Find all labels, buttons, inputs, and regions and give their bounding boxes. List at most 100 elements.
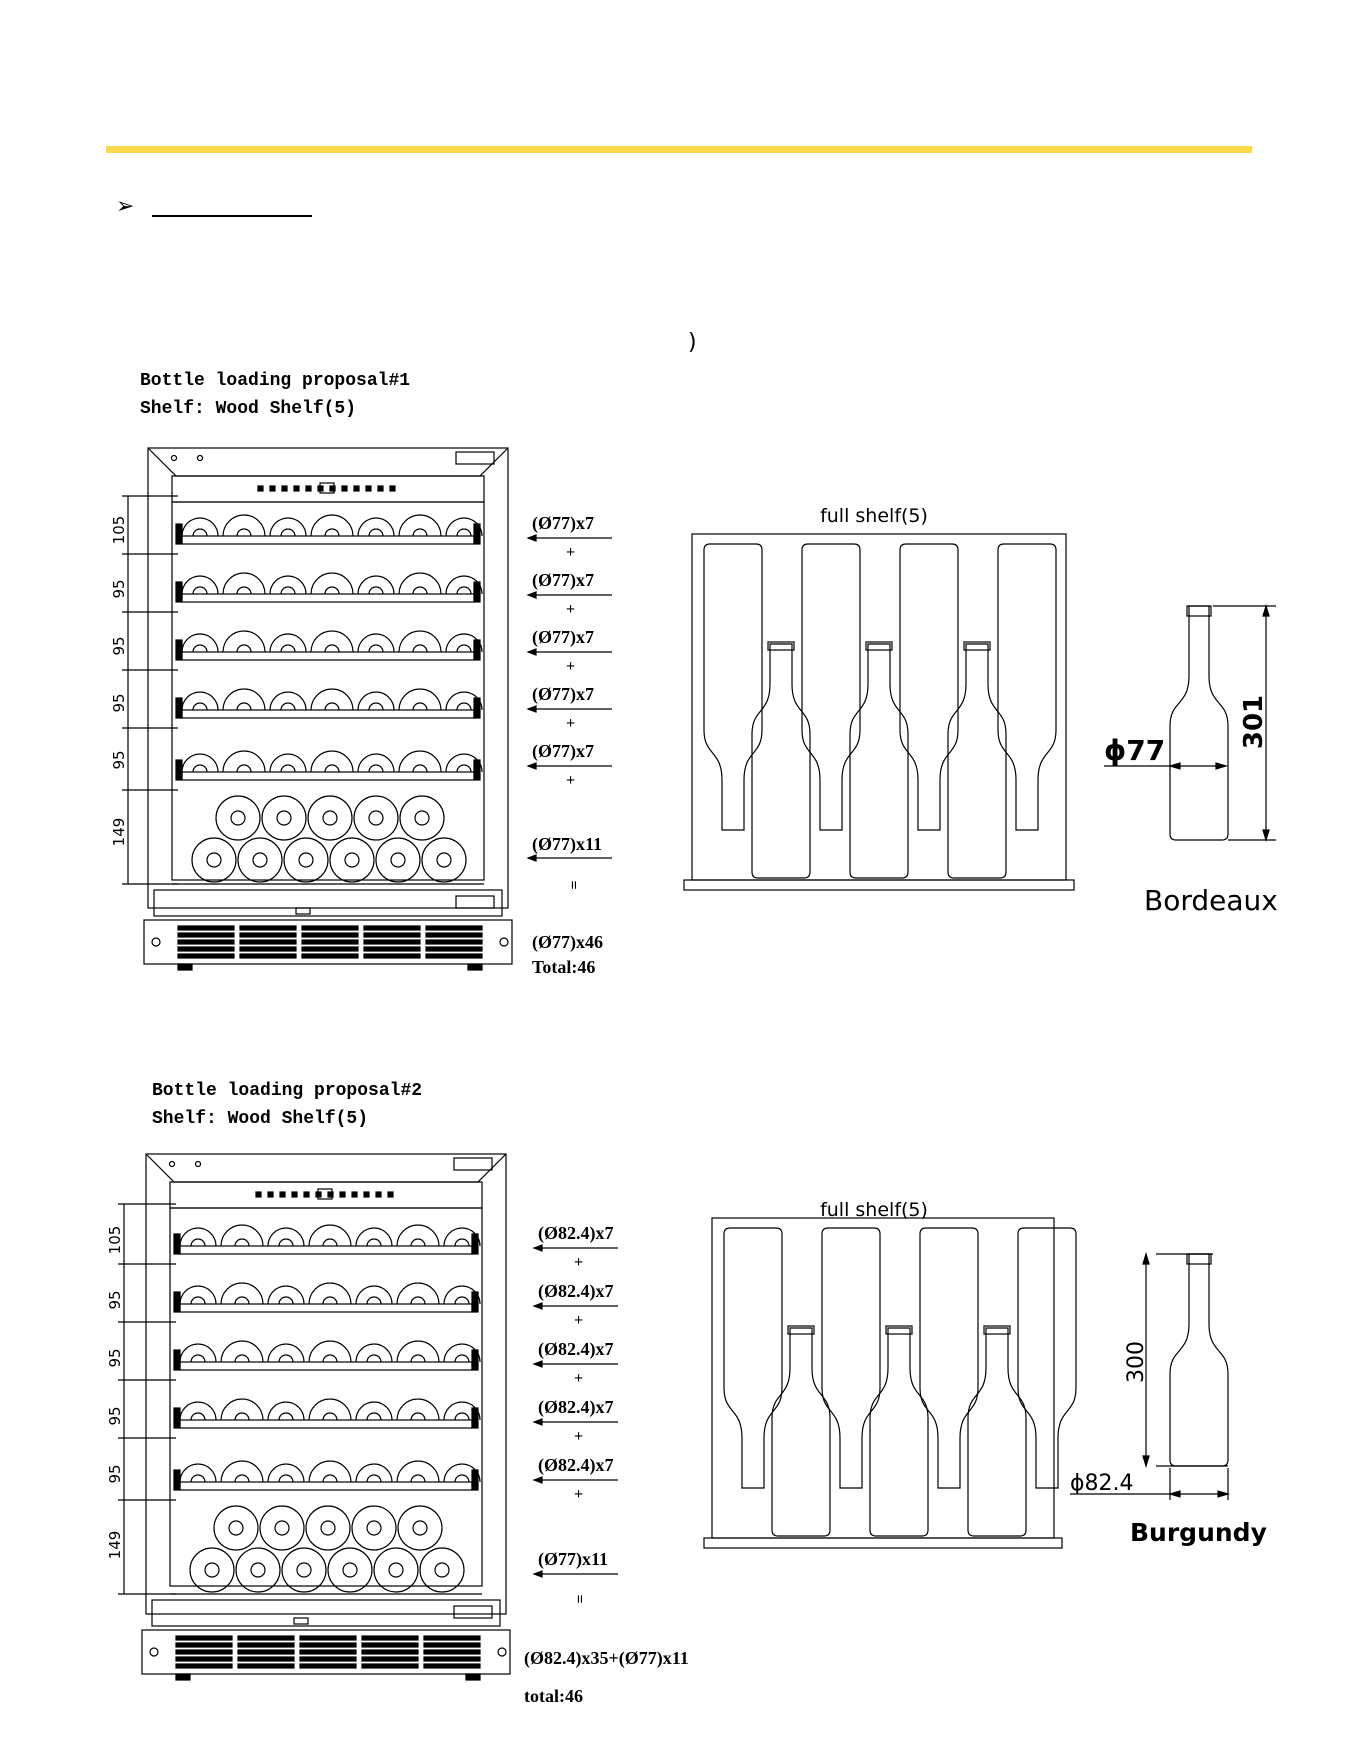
bottom-bottle-neck bbox=[250, 1562, 266, 1578]
bottle-end bbox=[181, 691, 219, 711]
control-button bbox=[267, 1191, 274, 1198]
control-button bbox=[329, 485, 336, 492]
bottom-bottle-neck bbox=[434, 1562, 450, 1578]
bottom-bottle-neck bbox=[274, 1520, 290, 1536]
vent-slot bbox=[425, 925, 483, 931]
control-button bbox=[341, 485, 348, 492]
kick-plate bbox=[141, 1629, 511, 1675]
vent-slot bbox=[361, 1656, 419, 1662]
shelf-base bbox=[683, 879, 1075, 891]
bottle-neck-end bbox=[190, 1238, 206, 1247]
shelf-rail-right bbox=[471, 1469, 479, 1491]
bottle-end bbox=[308, 1340, 352, 1363]
bottle-capsule bbox=[1186, 605, 1212, 617]
bottle-end bbox=[396, 1398, 440, 1421]
arrow-bullet-icon: ➢ bbox=[116, 194, 135, 219]
bottle-neck-end bbox=[322, 1354, 338, 1363]
vent-slot bbox=[423, 1663, 481, 1669]
vent-slot bbox=[301, 946, 359, 952]
p2-sum-label: (Ø82.4)x35+(Ø77)x11 bbox=[524, 1648, 689, 1668]
bottle-end bbox=[355, 1463, 393, 1483]
p2-plus-1: + bbox=[574, 1254, 584, 1271]
vent-slot bbox=[301, 925, 359, 931]
bottle-capsule bbox=[963, 641, 991, 651]
bottle-outline bbox=[1169, 1253, 1229, 1467]
proposal1-title: Bottle loading proposal#1 bbox=[140, 371, 411, 391]
bottom-bottle bbox=[261, 795, 307, 841]
p1-row3-label: (Ø77)x7 bbox=[532, 627, 594, 647]
bottle-neck-end bbox=[234, 1474, 250, 1483]
p1-full-shelf-label: full shelf(5) bbox=[820, 505, 928, 527]
p2-dim-105: 105 bbox=[106, 1226, 124, 1255]
p1-row1-label: (Ø77)x7 bbox=[532, 513, 594, 533]
bottom-bottle-neck bbox=[228, 1520, 244, 1536]
p2-plus-2: + bbox=[574, 1312, 584, 1329]
control-button bbox=[305, 485, 312, 492]
proposal1-full-shelf-drawing bbox=[683, 533, 1075, 891]
bottle-end bbox=[267, 1463, 305, 1483]
bottle-neck-end bbox=[456, 644, 472, 653]
vent-slot bbox=[361, 1642, 419, 1648]
upright-bottle bbox=[947, 643, 1007, 879]
vent-slot bbox=[363, 932, 421, 938]
arrow-head bbox=[526, 854, 537, 862]
arrow-head bbox=[1142, 1455, 1150, 1469]
bottle-end bbox=[269, 633, 307, 653]
bottle-end bbox=[398, 572, 442, 595]
inverted-bottle bbox=[919, 1227, 979, 1489]
vent-slot bbox=[175, 1649, 233, 1655]
bottle-end bbox=[396, 1282, 440, 1305]
cabinet-outline bbox=[145, 1153, 507, 1615]
bottle-end bbox=[445, 517, 483, 537]
vent-slot bbox=[177, 925, 235, 931]
bottle-end bbox=[355, 1343, 393, 1363]
bottle-neck-end bbox=[278, 1238, 294, 1247]
bottle-end bbox=[308, 1398, 352, 1421]
bottle-neck-end bbox=[236, 764, 252, 773]
proposal2-title-block: Bottle loading proposal#2 Shelf: Wood Sh… bbox=[152, 1077, 422, 1133]
bottle-neck-end bbox=[366, 1296, 382, 1305]
hinge-bottom bbox=[455, 895, 495, 909]
bottle-neck-end bbox=[454, 1238, 470, 1247]
vent-slot bbox=[361, 1663, 419, 1669]
p1-plus-3: + bbox=[566, 658, 576, 675]
p2-plus-4: + bbox=[574, 1428, 584, 1445]
bottle-neck-end bbox=[456, 764, 472, 773]
p1-dim-95-d: 95 bbox=[110, 750, 128, 769]
p1-dim-95-c: 95 bbox=[110, 693, 128, 712]
door-bevel bbox=[147, 447, 509, 477]
kick-screw bbox=[149, 1647, 159, 1657]
bottle-neck-end bbox=[454, 1354, 470, 1363]
vent-slot bbox=[425, 953, 483, 959]
bottle-capsule bbox=[983, 1325, 1011, 1335]
control-button bbox=[351, 1191, 358, 1198]
bottle-end bbox=[310, 514, 354, 537]
shelf-board bbox=[181, 535, 475, 545]
control-panel bbox=[169, 1181, 483, 1209]
foot bbox=[465, 1673, 481, 1681]
proposal2-full-shelf-drawing bbox=[703, 1217, 1077, 1549]
bottom-bottle-neck bbox=[320, 1520, 336, 1536]
bottle-end bbox=[310, 688, 354, 711]
control-button bbox=[389, 485, 396, 492]
bottom-bottle bbox=[353, 795, 399, 841]
bottle-end bbox=[355, 1285, 393, 1305]
foot bbox=[175, 1673, 191, 1681]
bottle-end bbox=[222, 572, 266, 595]
bottle-neck-end bbox=[192, 528, 208, 537]
bottle-neck-end bbox=[234, 1238, 250, 1247]
bottle-neck-end bbox=[412, 586, 428, 595]
arrow-head bbox=[1262, 603, 1270, 617]
heading-underline bbox=[152, 215, 312, 217]
shelf-board bbox=[181, 771, 475, 781]
bottle-neck-end bbox=[190, 1412, 206, 1421]
shelf-rail-right bbox=[471, 1233, 479, 1255]
shelf-rail-right bbox=[473, 581, 481, 603]
burgundy-diameter-label: ϕ82.4 bbox=[1070, 1471, 1134, 1496]
bottle-neck-end bbox=[456, 586, 472, 595]
bottle-neck-end bbox=[324, 764, 340, 773]
bottle-neck-end bbox=[234, 1296, 250, 1305]
bottle-end bbox=[179, 1401, 217, 1421]
control-button bbox=[269, 485, 276, 492]
